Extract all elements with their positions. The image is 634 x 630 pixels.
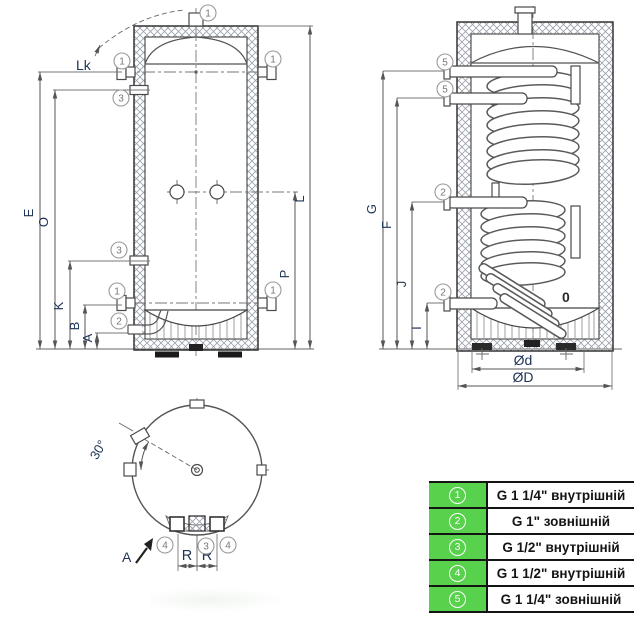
callout-coil-top-in: 5 (442, 57, 448, 68)
section-view: 0 (379, 6, 622, 360)
section-callouts: 5 5 2 2 (434, 53, 454, 301)
legend-row-5: 5 G 1 1/4" зовнішній (429, 587, 634, 611)
bottom-dish (142, 309, 250, 327)
legend-num-cell: 5 (429, 587, 488, 611)
dim-J: J (394, 281, 409, 288)
front-callouts: 1 1 1 3 3 1 1 2 (108, 4, 282, 330)
zero-mark: 0 (562, 289, 570, 305)
legend-row-1: 1 G 1 1/4" внутрішній (429, 483, 634, 509)
front-dimensions: E O K B A L P (21, 25, 313, 349)
section-nozzles (443, 6, 558, 312)
circled-number: 3 (449, 538, 466, 556)
right-foot (218, 351, 242, 358)
drain-fitting (189, 344, 203, 351)
circled-number: 2 (449, 512, 466, 530)
front-view: Lk (36, 8, 314, 358)
legend-desc-cell: G 1 1/4" внутрішній (496, 487, 626, 503)
view-label: A (122, 549, 132, 565)
drain-fitting-section (524, 340, 540, 347)
legend-num-cell: 4 (429, 561, 488, 585)
callout-coil-low-in: 2 (440, 187, 446, 198)
upper-heat-exchanger-coil (486, 71, 580, 185)
callout-lower-right: 1 (270, 285, 276, 296)
callout-bottom: 2 (116, 316, 122, 327)
callout-third-lower: 3 (116, 245, 122, 256)
legend-num-cell: 2 (429, 509, 488, 533)
nozzle-3-center (188, 515, 206, 532)
left-foot (155, 351, 179, 358)
callout-lower-left: 1 (114, 286, 120, 297)
r-left-label: R (182, 548, 192, 564)
dim-E: E (21, 208, 36, 217)
nozzle-4-left (169, 516, 185, 532)
dim-d-inner: Ød (514, 352, 533, 368)
circled-number: 5 (449, 590, 466, 608)
coil-header-lower (570, 205, 581, 259)
watermark (150, 585, 300, 615)
legend-desc-cell: G 1 1/2" внутрішній (496, 565, 626, 581)
legend-desc-cell: G 1/2" внутрішній (502, 539, 620, 555)
callout-top-right: 4 (225, 540, 231, 551)
dim-G: G (364, 204, 379, 214)
sensor-bosses (169, 180, 225, 204)
callout-top: 1 (205, 8, 211, 19)
top-stub (189, 399, 205, 409)
legend-num-cell: 3 (429, 535, 488, 559)
dim-P: P (277, 270, 292, 279)
callout-third-upper: 3 (118, 93, 124, 104)
legend-desc-cell: G 1 1/4" зовнішній (500, 591, 622, 607)
slanted-coil (478, 262, 567, 340)
legend-num-cell: 1 (429, 483, 488, 507)
lk-label: Lk (76, 57, 92, 73)
top-nozzle-section (514, 6, 536, 14)
dim-d-outer: ØD (513, 369, 534, 385)
angled-stub (129, 426, 151, 446)
callout-top-center: 3 (203, 541, 209, 552)
dim-B: B (67, 322, 82, 331)
right-stub (256, 464, 267, 476)
callout-upper-right: 1 (270, 54, 276, 65)
nozzle-4-right (209, 516, 225, 532)
dim-L: L (292, 195, 307, 202)
legend-row-3: 3 G 1/2" внутрішній (429, 535, 634, 561)
coil-header-upper (570, 65, 581, 105)
callout-top-left: 4 (162, 540, 168, 551)
dim-F: F (379, 221, 394, 229)
callout-coil-top-out: 5 (442, 84, 448, 95)
view-arrow (144, 538, 153, 551)
top-dome-section (470, 45, 600, 64)
legend-row-2: 2 G 1" зовнішній (429, 509, 634, 535)
top-view: 30° R R A 4 3 4 (87, 398, 272, 571)
dim-O: O (36, 217, 51, 227)
legend-table: 1 G 1 1/4" внутрішній 2 G 1" зовнішній 3… (429, 481, 634, 613)
section-feet (472, 343, 576, 360)
dim-I: I (409, 326, 424, 330)
circled-number: 1 (449, 486, 466, 504)
section-dimensions: G F J I Ød ØD (364, 70, 613, 390)
lk-arc: Lk (76, 9, 185, 73)
dim-A: A (80, 333, 95, 342)
dim-K: K (51, 301, 66, 310)
callout-coil-low-out: 2 (440, 287, 446, 298)
legend-desc-cell: G 1" зовнішній (511, 513, 611, 529)
legend-row-4: 4 G 1 1/2" внутрішній (429, 561, 634, 587)
callout-upper-left: 1 (119, 56, 125, 67)
circled-number: 4 (449, 564, 466, 582)
angle-label: 30° (87, 437, 110, 462)
r-right-label: R (202, 548, 212, 564)
left-stub (123, 462, 137, 477)
